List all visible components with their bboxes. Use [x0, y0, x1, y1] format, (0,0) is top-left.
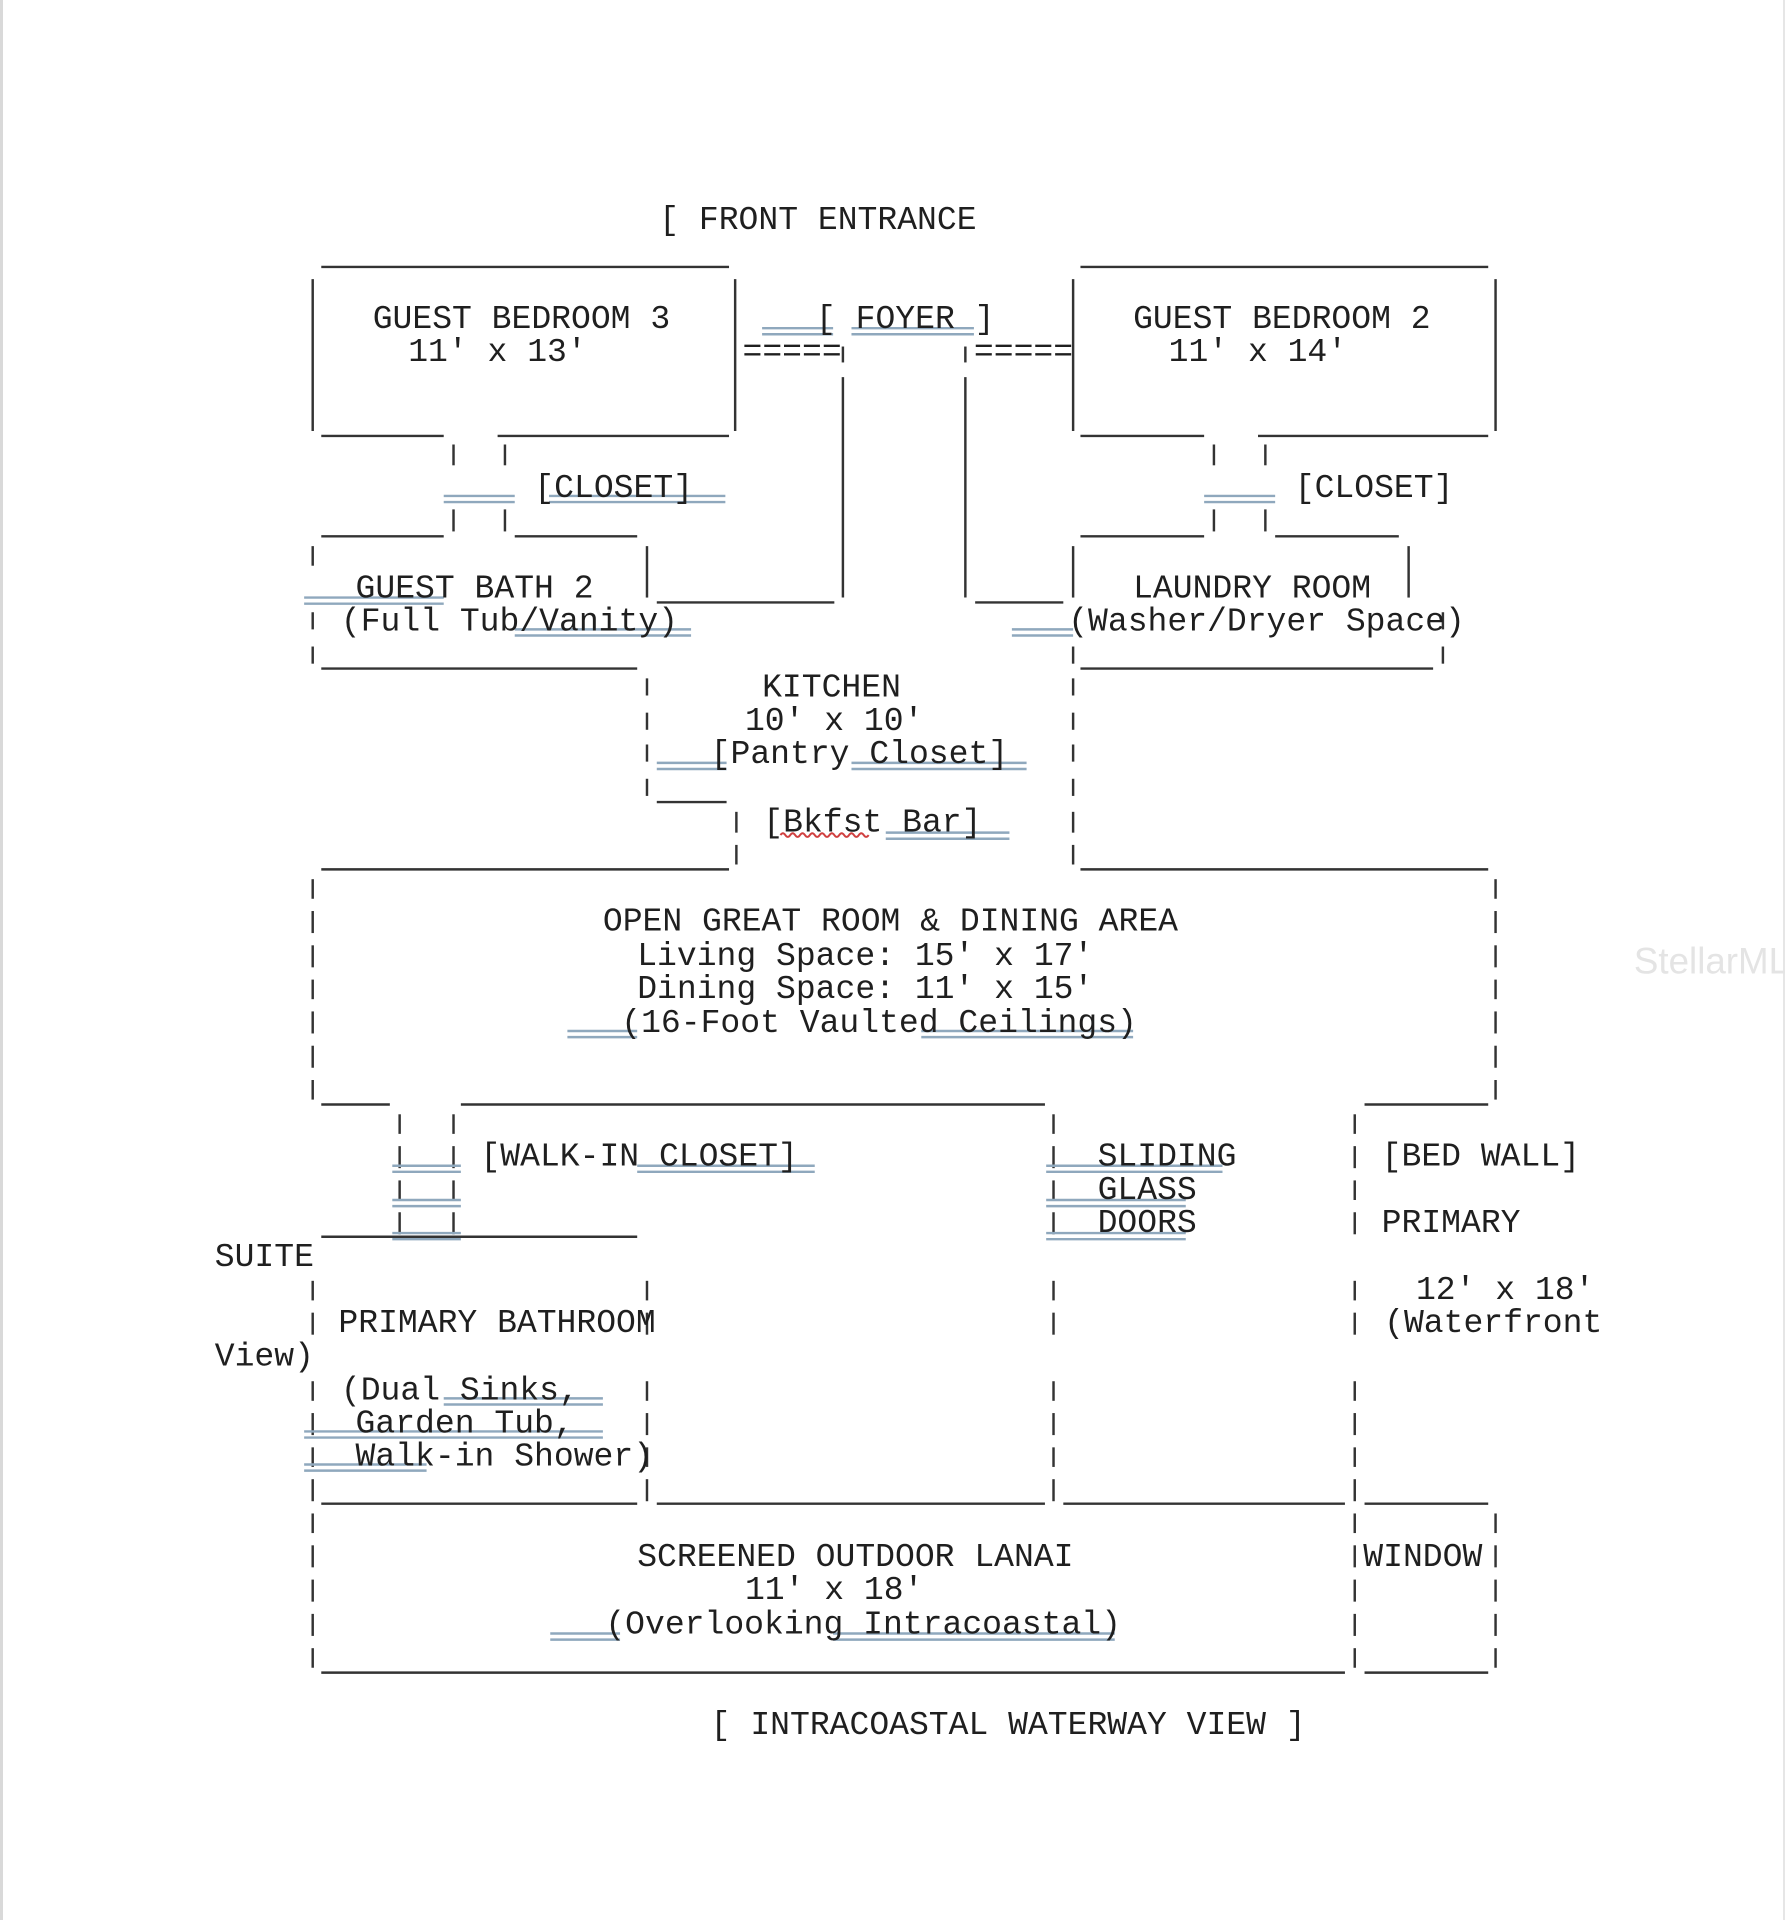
hallway-marks-right: ===== — [974, 333, 1073, 371]
doors-label: DOORS — [1098, 1204, 1197, 1242]
front-entrance-label: [ FRONT ENTRANCE — [659, 201, 976, 239]
laundry-room-label: LAUNDRY ROOM — [1133, 570, 1371, 608]
primary-bathroom-label: PRIMARY BATHROOM — [338, 1304, 655, 1342]
double-underlines — [304, 326, 1276, 1641]
lanai-label: SCREENED OUTDOOR LANAI — [637, 1538, 1073, 1576]
floor-plan-walls — [311, 265, 1497, 1674]
spellcheck-squiggle — [779, 832, 870, 838]
suite-label: SUITE — [215, 1238, 314, 1276]
stellarmls-watermark: StellarMLS — [1634, 940, 1785, 981]
dining-space-label: Dining Space: 11' x 15' — [637, 970, 1093, 1008]
garden-tub-label: Garden Tub, — [356, 1405, 574, 1443]
lanai-dims: 11' x 18' — [745, 1571, 923, 1609]
closet-right-label: [CLOSET] — [1295, 469, 1454, 507]
foyer-label: [ FOYER ] — [816, 300, 994, 338]
breakfast-bar-label: [Bkfst Bar] — [763, 803, 981, 841]
guest-bedroom-2-dims: 11' x 14' — [1169, 333, 1347, 371]
pantry-closet-label: [Pantry Closet] — [711, 735, 1008, 773]
kitchen-label: KITCHEN — [762, 669, 901, 707]
page-edge-left — [0, 0, 3, 1920]
primary-label: PRIMARY — [1382, 1204, 1521, 1242]
guest-bedroom-3-label: GUEST BEDROOM 3 — [373, 300, 670, 338]
floor-plan-labels: [ FRONT ENTRANCE GUEST BEDROOM 3 11' x 1… — [215, 201, 1785, 1744]
waterway-view-label: [ INTRACOASTAL WATERWAY VIEW ] — [711, 1706, 1306, 1744]
living-space-label: Living Space: 15' x 17' — [637, 937, 1093, 975]
hallway-marks-left: ===== — [743, 333, 842, 371]
overlooking-label: (Overlooking Intracoastal) — [605, 1605, 1121, 1643]
vaulted-ceilings-label: (16-Foot Vaulted Ceilings) — [621, 1004, 1137, 1042]
walk-in-closet-label: [WALK-IN CLOSET] — [480, 1138, 797, 1176]
glass-label: GLASS — [1098, 1171, 1197, 1209]
guest-bath-2-detail: (Full Tub/Vanity) — [341, 603, 678, 641]
walk-in-shower-label: Walk-in Shower) — [356, 1438, 653, 1476]
kitchen-dims: 10' x 10' — [745, 702, 923, 740]
view-label: View) — [215, 1337, 314, 1375]
closet-left-label: [CLOSET] — [534, 469, 693, 507]
guest-bedroom-2-label: GUEST BEDROOM 2 — [1133, 300, 1430, 338]
guest-bedroom-3-dims: 11' x 13' — [408, 333, 586, 371]
guest-bath-2-label: GUEST BATH 2 — [356, 570, 594, 608]
window-label: WINDOW — [1363, 1538, 1482, 1576]
sliding-label: SLIDING — [1098, 1138, 1237, 1176]
laundry-room-detail: (Washer/Dryer Space) — [1068, 603, 1465, 641]
great-room-label: OPEN GREAT ROOM & DINING AREA — [603, 903, 1178, 941]
dual-sinks-label: (Dual Sinks, — [341, 1372, 579, 1410]
primary-suite-dims: 12' x 18' — [1416, 1271, 1594, 1309]
bed-wall-label: [BED WALL] — [1382, 1138, 1580, 1176]
waterfront-label: (Waterfront — [1384, 1304, 1602, 1342]
page-edge-right — [1783, 0, 1785, 1920]
